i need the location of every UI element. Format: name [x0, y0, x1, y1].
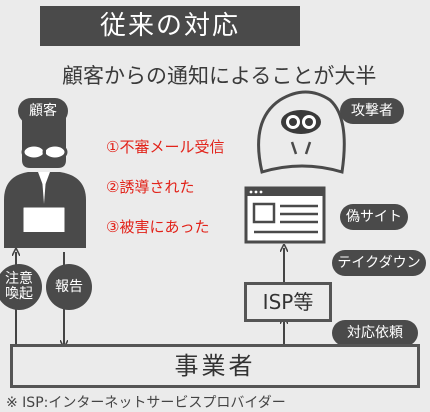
attacker-label: 攻撃者: [340, 98, 404, 124]
report-label: 報告: [55, 278, 83, 295]
alert-label: 注意 喚起: [5, 271, 33, 302]
step-2: ②誘導された: [106, 178, 195, 196]
footnote: ※ ISP:インターネットサービスプロバイダー: [6, 395, 286, 411]
isp-box: ISP等: [244, 282, 332, 322]
page-title: 従来の対応: [40, 6, 300, 46]
business-box: 事業者: [10, 344, 420, 388]
customer-person-icon: [4, 110, 86, 248]
alert-circle: 注意 喚起: [0, 264, 42, 310]
step-3: ③被害にあった: [106, 218, 210, 236]
fake-site-label: 偽サイト: [340, 204, 408, 230]
subtitle: 顧客からの通知によることが大半: [62, 64, 377, 88]
step-1: ①不審メール受信: [106, 138, 225, 156]
report-circle: 報告: [46, 264, 92, 310]
fake-site-browser-icon: [244, 186, 326, 244]
request-label: 対応依頼: [332, 320, 418, 346]
attacker-hacker-icon: [257, 90, 346, 174]
takedown-label: テイクダウン: [332, 250, 426, 276]
customer-label: 顧客: [18, 98, 68, 124]
